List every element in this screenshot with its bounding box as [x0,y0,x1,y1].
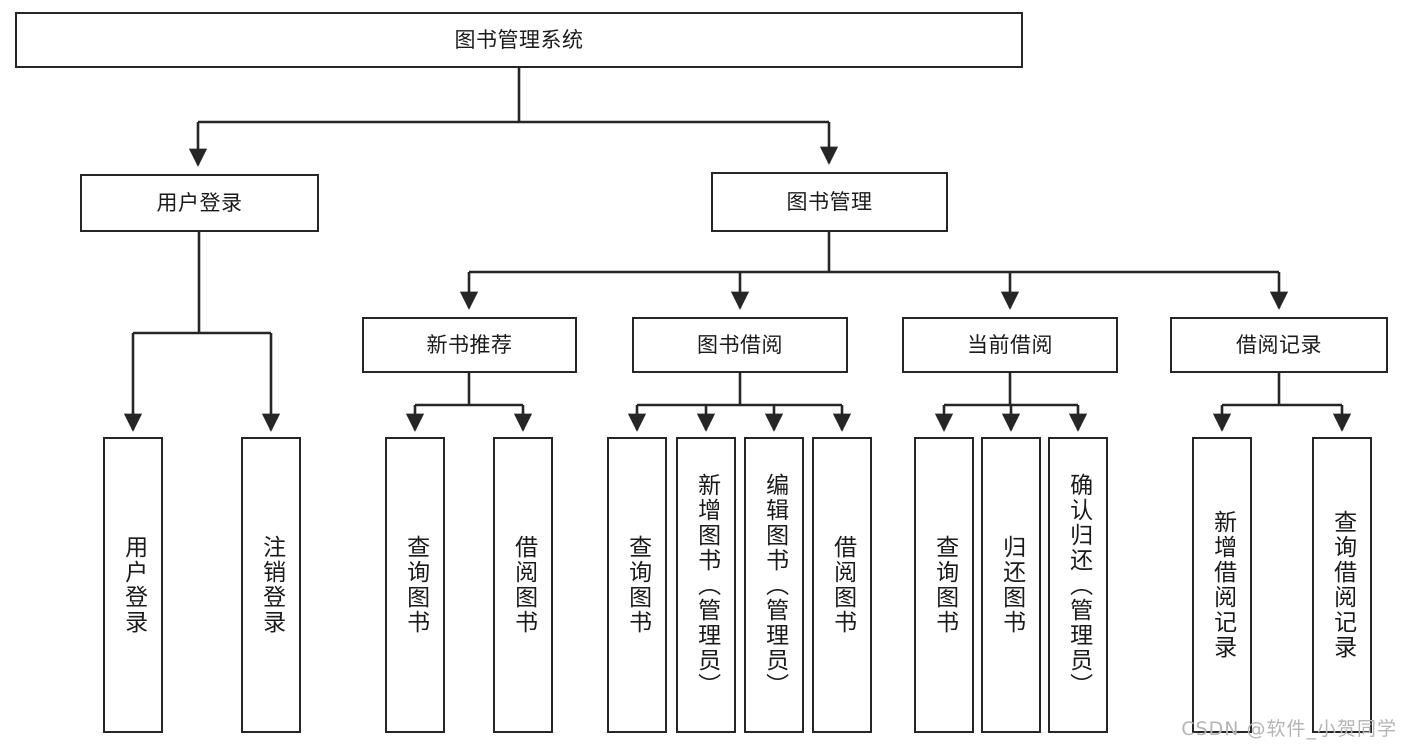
node-label: 查询图书 [931,535,958,635]
node-label: 查询图书 [624,535,651,635]
leaf-current-query-book[interactable]: 查询图书 [914,437,974,733]
node-borrow-records[interactable]: 借阅记录 [1170,317,1388,373]
node-label: 注销登录 [258,535,285,635]
leaf-new-book-query[interactable]: 查询图书 [385,437,445,733]
node-label: 新书推荐 [426,332,513,357]
leaf-records-add-record[interactable]: 新增借阅记录 [1192,437,1252,733]
node-current-borrow[interactable]: 当前借阅 [902,317,1118,373]
leaf-new-book-borrow[interactable]: 借阅图书 [493,437,553,733]
leaf-current-confirm-return-admin[interactable]: 确认归还（管理员） [1048,437,1108,733]
node-label: 当前借阅 [967,332,1053,357]
node-label: 新增图书（管理员） [693,472,720,698]
node-book-management[interactable]: 图书管理 [711,172,948,232]
leaf-borrow-borrow-book[interactable]: 借阅图书 [812,437,872,733]
node-label: 确认归还（管理员） [1065,472,1092,698]
node-label: 归还图书 [998,535,1025,635]
node-label: 图书管理 [786,189,873,214]
node-root-book-management-system[interactable]: 图书管理系统 [15,12,1023,68]
node-book-borrow[interactable]: 图书借阅 [632,317,848,373]
node-user-login[interactable]: 用户登录 [80,174,319,232]
leaf-borrow-add-book-admin[interactable]: 新增图书（管理员） [676,437,736,733]
node-label: 查询图书 [402,535,429,635]
leaf-current-return-book[interactable]: 归还图书 [981,437,1041,733]
node-label: 图书管理系统 [454,27,584,52]
node-label: 借阅图书 [829,535,856,635]
node-label: 借阅图书 [510,535,537,635]
leaf-borrow-edit-book-admin[interactable]: 编辑图书（管理员） [744,437,804,733]
node-label: 查询借阅记录 [1329,510,1356,660]
node-label: 用户登录 [120,535,147,635]
leaf-user-login-signout[interactable]: 注销登录 [241,437,301,733]
leaf-records-query-record[interactable]: 查询借阅记录 [1312,437,1372,733]
node-label: 用户登录 [156,190,243,215]
node-label: 编辑图书（管理员） [761,472,788,698]
node-label: 借阅记录 [1236,332,1322,357]
leaf-borrow-query-book[interactable]: 查询图书 [607,437,667,733]
leaf-user-login-signin[interactable]: 用户登录 [103,437,163,733]
node-new-book-recommend[interactable]: 新书推荐 [362,317,577,373]
node-label: 图书借阅 [697,332,783,357]
node-label: 新增借阅记录 [1209,510,1236,660]
